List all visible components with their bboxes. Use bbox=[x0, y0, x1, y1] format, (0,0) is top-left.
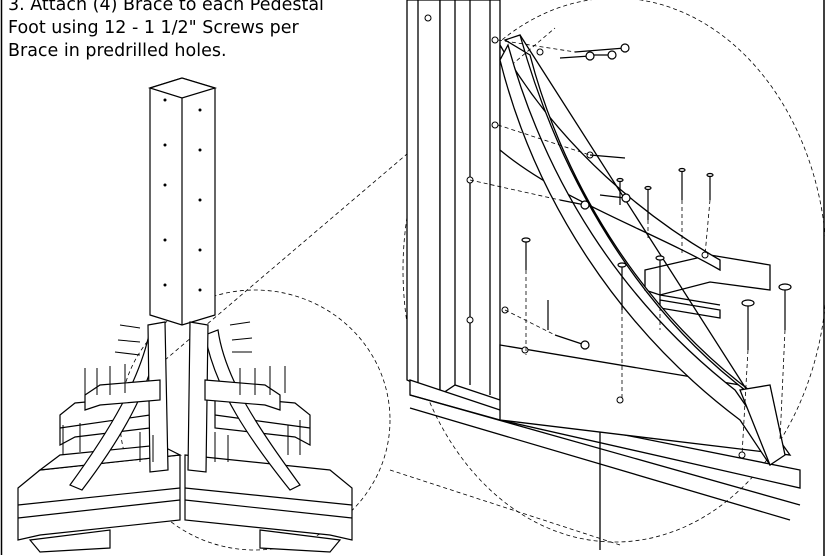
overview-screws bbox=[62, 321, 301, 462]
instruction-text: 3. Attach (4) Brace to each Pedestal Foo… bbox=[8, 0, 324, 61]
detail-screws bbox=[521, 43, 792, 350]
brace-detail-view bbox=[406, 0, 801, 550]
pedestal-overview bbox=[17, 77, 353, 553]
detail-guide-lines bbox=[469, 39, 786, 456]
